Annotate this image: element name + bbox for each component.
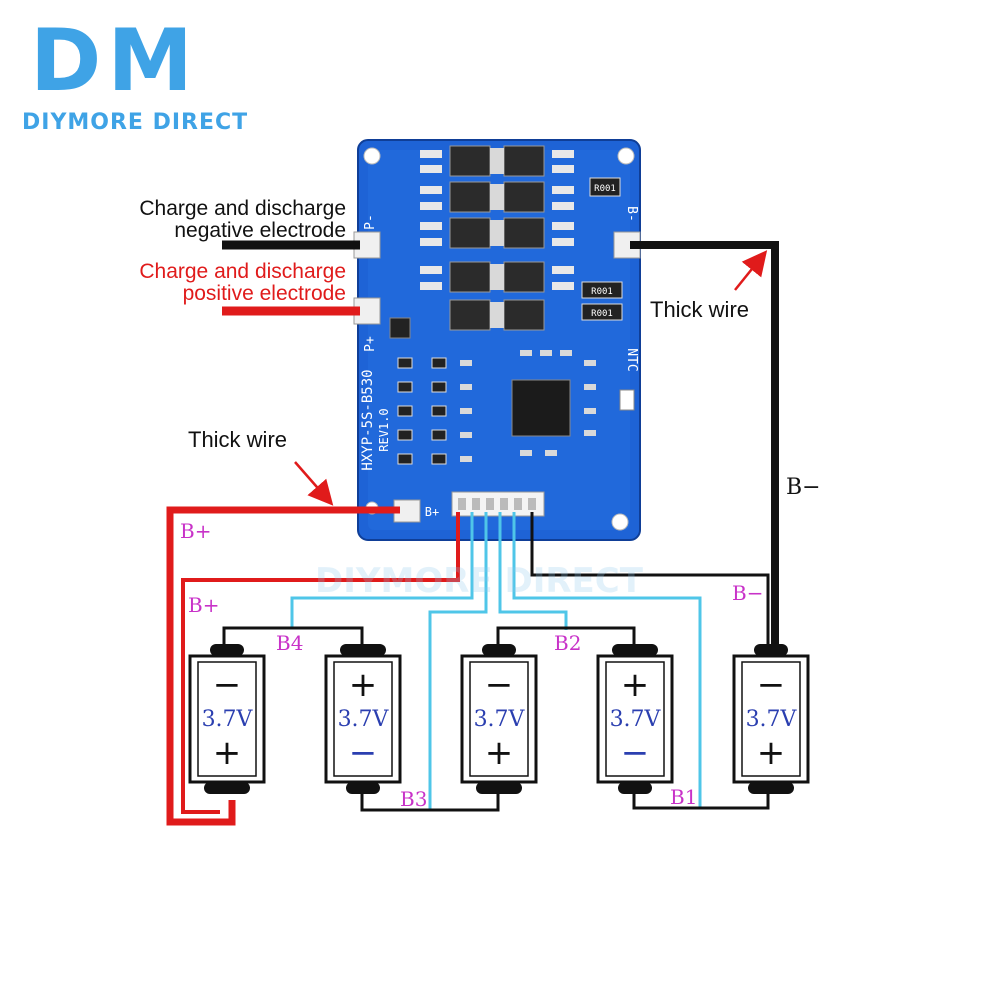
label-pos-line1: Charge and discharge xyxy=(139,260,346,283)
wire-b3 xyxy=(428,512,488,810)
sense-resistor-top: R001 xyxy=(589,177,621,197)
battery-cell-3: −3.7V+ xyxy=(460,644,538,794)
svg-text:R001: R001 xyxy=(594,184,616,194)
label-neg-line1: Charge and discharge xyxy=(139,197,346,220)
battery-voltage: 3.7V xyxy=(746,707,798,732)
label-b-plus-1: B+ xyxy=(180,519,211,543)
ntc-label: NTC xyxy=(624,348,639,371)
svg-text:P+: P+ xyxy=(363,336,378,352)
battery-body xyxy=(324,654,402,784)
battery-top-sign: + xyxy=(349,665,378,705)
board-model-text: HXYP-5S-B530 xyxy=(360,369,376,470)
battery-bottom-sign: + xyxy=(485,733,514,773)
link-b2 xyxy=(496,626,636,648)
label-neg-line2: negative electrode xyxy=(174,219,346,242)
balance-resistors xyxy=(397,357,447,465)
battery-terminal-top xyxy=(210,644,244,656)
arrow-thick-wire-right xyxy=(734,250,768,291)
label-thick-wire-right: Thick wire xyxy=(650,297,750,322)
battery-terminal-bottom xyxy=(204,782,250,794)
wire-b-minus-thick xyxy=(630,241,779,650)
battery-voltage: 3.7V xyxy=(338,707,390,732)
battery-top-sign: + xyxy=(621,665,650,705)
battery-terminal-top xyxy=(340,644,386,656)
battery-cell-5: −3.7V+ xyxy=(732,644,810,794)
label-b2: B2 xyxy=(554,631,581,655)
battery-terminal-bottom xyxy=(748,782,794,794)
battery-cell-2: +3.7V− xyxy=(324,644,402,794)
watermark-text: DIYMORE DIRECT xyxy=(315,561,644,601)
battery-bottom-sign: + xyxy=(213,733,242,773)
wire-b-plus-thin xyxy=(181,512,460,814)
wire-b-minus-thin xyxy=(530,512,770,650)
brand-logo-text: DIYMORE DIRECT xyxy=(22,110,249,135)
label-thick-wire-left: Thick wire xyxy=(188,427,288,452)
battery-terminal-bottom xyxy=(346,782,380,794)
wire-b2 xyxy=(498,512,568,630)
arrow-thick-wire-left xyxy=(294,461,334,506)
battery-terminal-bottom xyxy=(476,782,522,794)
battery-voltage: 3.7V xyxy=(474,707,526,732)
battery-body xyxy=(460,654,538,784)
sense-resistor-bot: R001 xyxy=(581,303,623,321)
wire-b1 xyxy=(512,512,702,808)
battery-cell-4: +3.7V− xyxy=(596,644,674,794)
bms-ic-chip xyxy=(511,379,571,437)
battery-top-sign: − xyxy=(757,665,786,705)
mount-hole-br xyxy=(611,513,629,531)
brand-logo-mark: DM xyxy=(30,11,199,111)
battery-body xyxy=(188,654,266,784)
battery-terminal-top xyxy=(754,644,788,656)
ntc-connector xyxy=(619,389,635,411)
mosfet-array xyxy=(420,145,574,331)
label-pos-line2: positive electrode xyxy=(182,282,346,305)
label-b-plus-2: B+ xyxy=(188,593,219,617)
label-b4: B4 xyxy=(276,631,303,655)
bms-board: R001 R001 R001 xyxy=(353,139,641,541)
battery-body xyxy=(596,654,674,784)
svg-text:B+: B+ xyxy=(425,505,439,519)
svg-text:B-: B- xyxy=(624,206,639,222)
battery-bottom-sign: − xyxy=(349,733,378,773)
mount-hole-tr xyxy=(617,147,635,165)
battery-top-sign: − xyxy=(213,665,242,705)
battery-voltage: 3.7V xyxy=(202,707,254,732)
battery-terminal-bottom xyxy=(618,782,652,794)
link-b1 xyxy=(632,790,770,810)
link-b3 xyxy=(360,790,500,812)
battery-top-sign: − xyxy=(485,665,514,705)
wire-b-plus-thick xyxy=(166,506,400,826)
battery-terminal-top xyxy=(612,644,658,656)
svg-text:R001: R001 xyxy=(591,309,613,319)
svg-text:P-: P- xyxy=(363,214,378,230)
sense-resistor-mid: R001 xyxy=(581,281,623,299)
label-b1: B1 xyxy=(670,785,697,809)
label-b-minus-right: B− xyxy=(786,475,821,500)
board-rev-text: REV1.0 xyxy=(377,408,391,451)
svg-text:R001: R001 xyxy=(591,287,613,297)
battery-voltage: 3.7V xyxy=(610,707,662,732)
link-b4 xyxy=(222,626,364,648)
wire-b4 xyxy=(290,512,474,628)
battery-bottom-sign: + xyxy=(757,733,786,773)
battery-terminal-top xyxy=(482,644,516,656)
label-negative-electrode: Charge and discharge negative electrode xyxy=(70,198,346,242)
label-b-minus-low: B− xyxy=(732,581,763,605)
label-positive-electrode: Charge and discharge positive electrode xyxy=(70,261,346,305)
battery-body xyxy=(732,654,810,784)
mount-hole-tl xyxy=(363,147,381,165)
battery-bottom-sign: − xyxy=(621,733,650,773)
battery-cell-1: −3.7V+ xyxy=(188,644,266,794)
label-b3: B3 xyxy=(400,787,427,811)
